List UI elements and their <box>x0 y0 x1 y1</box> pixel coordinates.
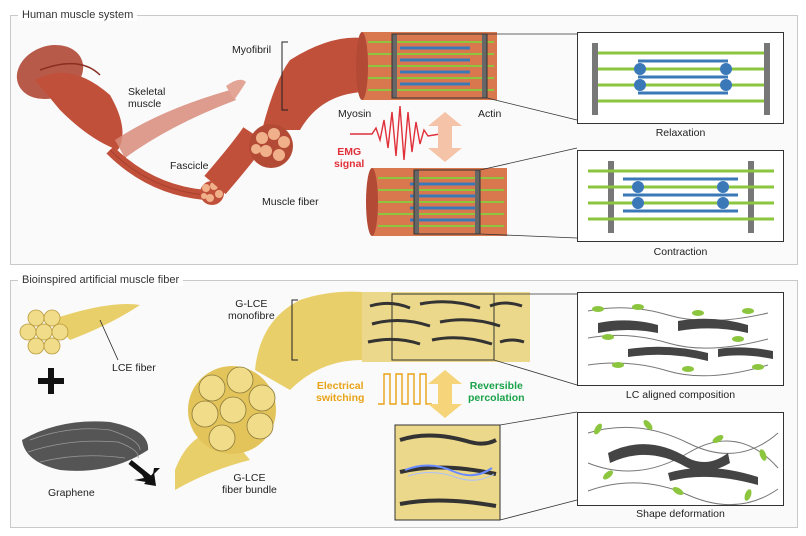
percolated-block <box>394 424 501 521</box>
myosin-label: Myosin <box>338 108 372 120</box>
relaxation-label: Relaxation <box>655 127 706 139</box>
arm-muscle-illustration <box>16 32 578 239</box>
monofibre-label: G-LCE monofibre <box>228 298 275 322</box>
human-muscle-title: Human muscle system <box>18 9 138 21</box>
state-change-arrow <box>428 112 462 162</box>
sarcomere-relaxed <box>356 32 497 100</box>
sarcomere-contracted <box>366 168 507 236</box>
contraction-label: Contraction <box>653 246 708 258</box>
myofibril-label: Myofibril <box>232 44 272 56</box>
skeletal-muscle-label: Skeletal muscle <box>128 86 166 110</box>
lce-fiber-bundle <box>19 304 140 361</box>
lc-aligned-detail <box>577 292 784 386</box>
muscle-fiber-label: Muscle fiber <box>262 196 319 208</box>
relaxation-detail <box>577 32 784 124</box>
switching-wave <box>378 373 432 405</box>
graphene-label: Graphene <box>48 487 95 499</box>
lce-fiber-label: LCE fiber <box>112 362 156 374</box>
emg-signal-label: EMG signal <box>334 146 365 170</box>
shape-deformation-detail <box>577 412 784 506</box>
percolation-arrow <box>428 370 462 418</box>
lc-aligned-label: LC aligned composition <box>625 389 736 401</box>
artificial-muscle-title: Bioinspired artificial muscle fiber <box>18 274 184 286</box>
combine-arrow <box>134 462 160 482</box>
electrical-switching-label: Electrical switching <box>316 380 365 404</box>
fascicle-label: Fascicle <box>170 160 209 172</box>
fiber-bundle-label: G-LCE fiber bundle <box>222 472 277 496</box>
actin-label: Actin <box>478 108 502 120</box>
emg-wave <box>350 105 441 161</box>
shape-deformation-label: Shape deformation <box>636 508 725 520</box>
graphene-sheet <box>22 421 149 471</box>
muscle-fiber-cross-section <box>249 124 293 168</box>
monofibre-block <box>362 292 530 362</box>
reversible-percolation-label: Reversible percolation <box>468 380 525 404</box>
contraction-detail <box>577 150 784 242</box>
g-lce-bundle-cross-section <box>188 366 276 454</box>
